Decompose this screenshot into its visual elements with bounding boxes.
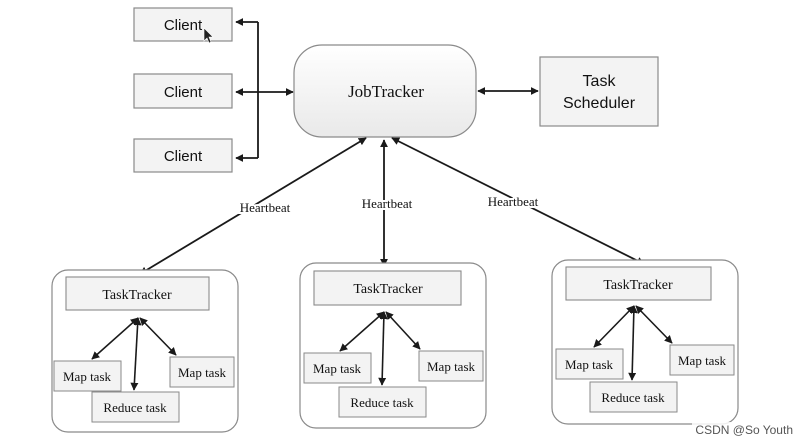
task-arrows-1 [91, 317, 177, 391]
worker-node-2: TaskTracker Map task Map task Reduce tas… [299, 262, 487, 429]
map-task-left-label-3: Map task [565, 357, 614, 372]
map-task-right-label-1: Map task [178, 365, 227, 380]
task-arrows-2 [339, 311, 421, 386]
task-scheduler-label-line1: Task [583, 73, 617, 90]
client-box-2: Client [133, 73, 233, 109]
worker-node-3: TaskTracker Map task Map task Reduce tas… [551, 259, 739, 425]
map-task-left-box-3 [555, 348, 624, 380]
heartbeat-arrows [139, 137, 645, 275]
map-task-left-label-2: Map task [313, 361, 362, 376]
jobtracker-box: JobTracker [293, 44, 477, 138]
task-scheduler-box: Task Scheduler [539, 56, 659, 127]
heartbeat-label-1: Heartbeat [240, 200, 291, 215]
client-label-2: Client [164, 84, 203, 101]
map-task-left-box-1 [53, 360, 122, 392]
jobtracker-label: JobTracker [348, 82, 424, 101]
tasktracker-label-3: TaskTracker [603, 278, 673, 293]
reduce-task-box-1 [91, 391, 180, 423]
client-label-1: Client [164, 17, 203, 34]
map-task-right-label-3: Map task [678, 353, 727, 368]
heartbeat-label-3: Heartbeat [488, 194, 539, 209]
reduce-task-label-3: Reduce task [601, 390, 665, 405]
heartbeat-label-2: Heartbeat [362, 196, 413, 211]
map-task-left-label-1: Map task [63, 369, 112, 384]
tasktracker-box-2 [313, 270, 462, 306]
tasktracker-box-3 [565, 266, 712, 301]
map-task-right-box-3 [669, 344, 735, 376]
map-task-left-box-2 [303, 352, 372, 384]
task-scheduler-label-line2: Scheduler [563, 95, 636, 112]
worker-node-1: TaskTracker Map task Map task Reduce tas… [51, 269, 239, 433]
tasktracker-label-2: TaskTracker [353, 282, 423, 297]
client-box-3: Client [133, 138, 233, 173]
client-connectors [235, 18, 294, 162]
map-task-right-box-1 [169, 356, 235, 388]
tasktracker-box-1 [65, 276, 210, 311]
tasktracker-label-1: TaskTracker [102, 288, 172, 303]
reduce-task-label-1: Reduce task [103, 400, 167, 415]
map-task-right-box-2 [418, 350, 484, 382]
task-arrows-3 [593, 305, 673, 381]
cursor-icon [203, 27, 214, 44]
reduce-task-box-3 [589, 381, 678, 413]
reduce-task-label-2: Reduce task [350, 395, 414, 410]
map-task-right-label-2: Map task [427, 359, 476, 374]
csdn-watermark: CSDN @So Youth [692, 422, 796, 438]
reduce-task-box-2 [338, 386, 427, 418]
client-label-3: Client [164, 148, 203, 165]
client-box-1: Client [133, 7, 233, 42]
